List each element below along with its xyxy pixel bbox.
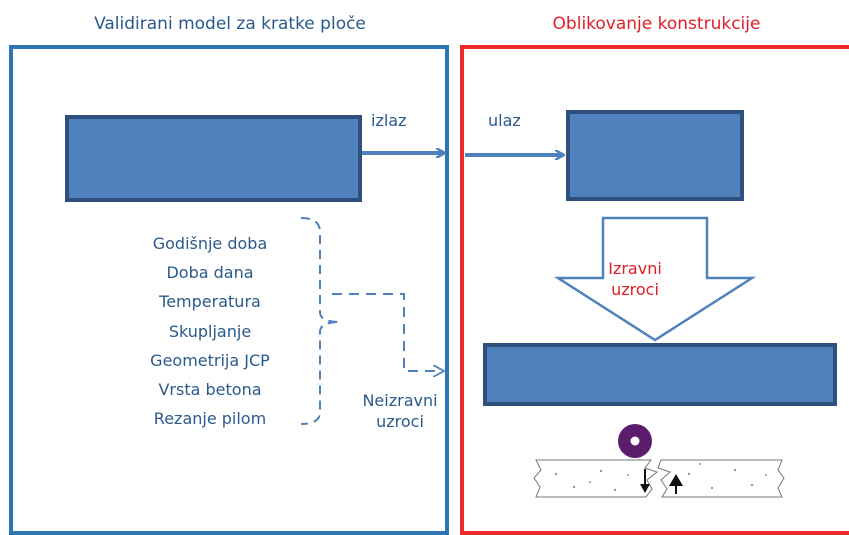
factor-item: Rezanje pilom — [153, 409, 267, 429]
factor-item: Temperatura — [159, 292, 261, 312]
factor-item: Doba dana — [166, 263, 254, 283]
factor-item: Vrsta betona — [158, 379, 262, 399]
load-transfer-arrows-icon — [640, 469, 683, 494]
indirect-causes-label: Neizravni uzroci — [362, 391, 438, 431]
model-output-block — [65, 115, 362, 202]
right-panel-title: Oblikovanje konstrukcije — [552, 14, 761, 34]
slab-aggregate-dots — [554, 463, 767, 492]
cracked-slab-icon — [533, 459, 785, 498]
input-label: ulaz — [488, 111, 521, 130]
factor-item: Geometrija JCP — [150, 350, 270, 370]
direct-causes-label: Izravni uzroci — [608, 259, 662, 299]
factors-list: Godišnje doba Doba dana Temperatura Skup… — [110, 229, 310, 433]
design-input-block — [566, 110, 744, 201]
indirect-causes-connector — [332, 293, 443, 371]
factor-item: Skupljanje — [168, 321, 252, 341]
diagram-connectors — [300, 0, 785, 498]
direct-causes-arrow — [553, 216, 757, 342]
factor-item: Godišnje doba — [152, 234, 268, 253]
output-label: izlaz — [371, 111, 407, 130]
load-wheel-icon — [618, 424, 652, 458]
left-panel-title: Validirani model za kratke ploče — [94, 14, 366, 34]
factors-brace — [300, 217, 341, 425]
design-result-block — [483, 343, 837, 406]
